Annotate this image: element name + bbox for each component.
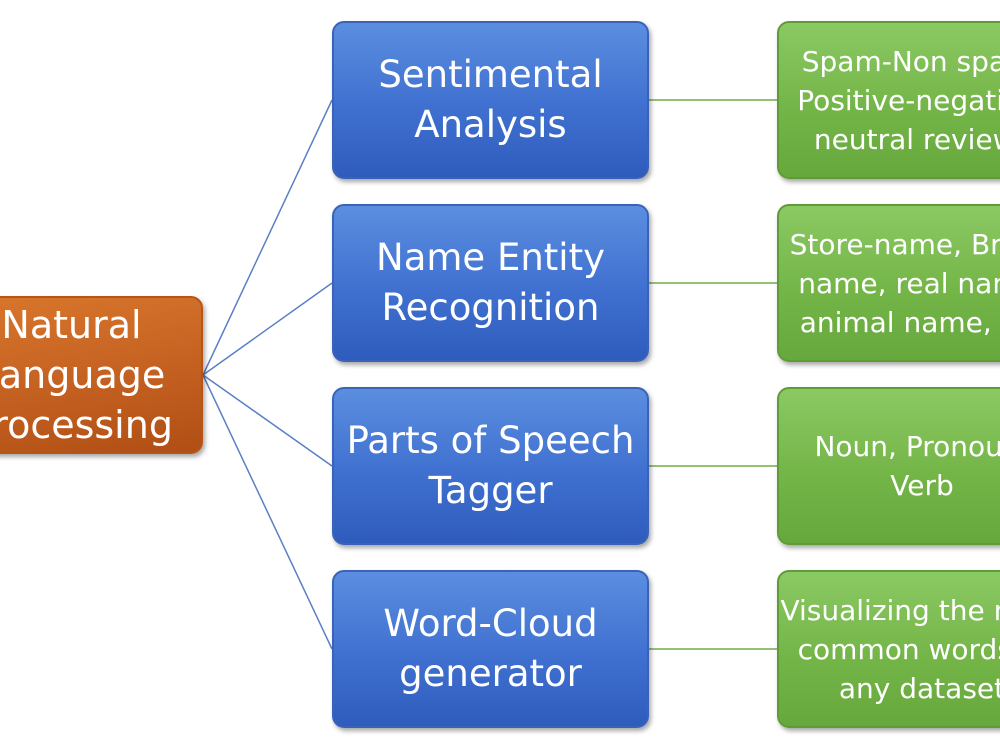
category-node-label: Name Entity Recognition: [376, 236, 605, 329]
detail-node-sentimental-analysis: Spam-Non spam, Positive-negative, neutra…: [777, 21, 1000, 179]
category-node-sentimental-analysis: Sentimental Analysis: [332, 21, 649, 179]
category-node-label: Word-Cloud generator: [383, 602, 598, 695]
detail-node-name-entity-recognition: Store-name, Brand name, real name, anima…: [777, 204, 1000, 362]
root-node: Natural Language Processing: [0, 296, 203, 454]
category-node-name-entity-recognition: Name Entity Recognition: [332, 204, 649, 362]
root-node-label: Natural Language Processing: [0, 303, 173, 447]
category-node-label: Parts of Speech Tagger: [346, 419, 635, 512]
category-node-parts-of-speech-tagger: Parts of Speech Tagger: [332, 387, 649, 545]
connector-root-to-pos: [202, 374, 333, 467]
category-node-word-cloud-generator: Word-Cloud generator: [332, 570, 649, 728]
connector-root-to-sentimental: [202, 99, 333, 376]
detail-node-word-cloud-generator: Visualizing the most common words in any…: [777, 570, 1000, 728]
detail-node-text: Spam-Non spam, Positive-negative, neutra…: [797, 44, 1000, 156]
detail-node-text: Visualizing the most common words in any…: [780, 593, 1000, 705]
detail-node-text: Noun, Pronoun, Verb: [814, 430, 1000, 502]
connector-root-to-ner: [202, 282, 333, 376]
detail-node-text: Store-name, Brand name, real name, anima…: [789, 227, 1000, 339]
detail-node-parts-of-speech-tagger: Noun, Pronoun, Verb: [777, 387, 1000, 545]
connector-root-to-wordcloud: [202, 374, 333, 650]
category-node-label: Sentimental Analysis: [378, 53, 603, 146]
